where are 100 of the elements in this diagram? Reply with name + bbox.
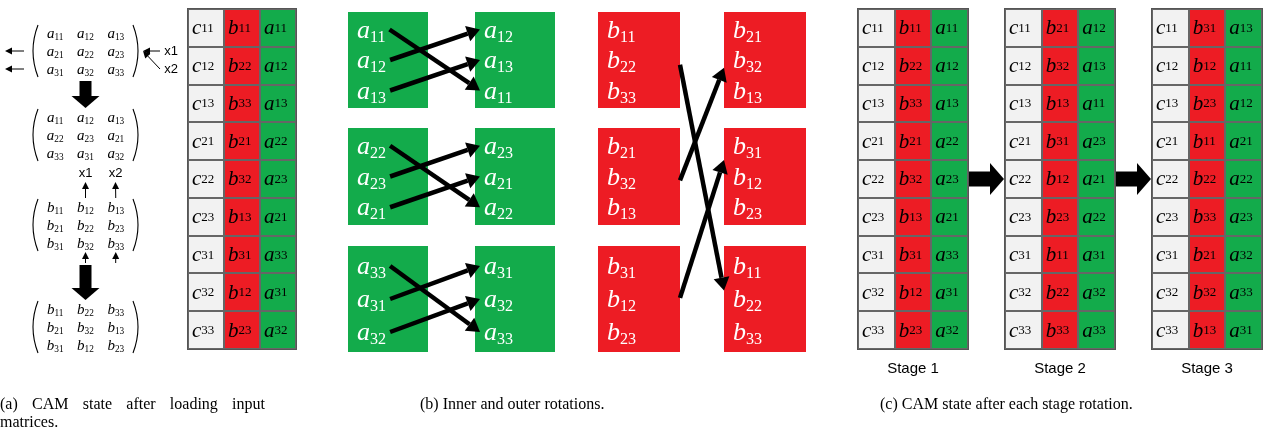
element-block xyxy=(598,128,680,225)
figure-caption: (c) CAM state after each stage rotation. xyxy=(880,395,1134,413)
matrix-element: b$_{23}$ xyxy=(733,194,763,221)
matrix-element: a$_{22}$ xyxy=(484,194,514,221)
matrix-element: a$_{21}$ xyxy=(357,194,387,221)
matrix-element: b$_{31}$ xyxy=(733,132,763,159)
matrix-element: b$_{21}$ xyxy=(733,16,763,43)
matrix-entry: b$_{23}$ xyxy=(107,217,125,233)
matrix-element: b$_{22}$ xyxy=(733,286,763,312)
rotation-arrow xyxy=(389,26,480,63)
element-block xyxy=(598,246,680,352)
matrix-entry: b$_{12}$ xyxy=(77,199,94,215)
stage-label: Stage 3 xyxy=(1181,359,1233,376)
matrix-element: b$_{11}$ xyxy=(733,253,762,279)
matrix-entry: b$_{13}$ xyxy=(107,319,125,335)
matrix-entry: a$_{31}$ xyxy=(46,61,64,77)
matrix-element: a$_{23}$ xyxy=(484,132,514,159)
matrix-element: a$_{32}$ xyxy=(357,319,387,345)
matrix-entry: b$_{22}$ xyxy=(77,301,94,317)
matrix-element: a$_{22}$ xyxy=(357,132,387,159)
matrix-element: a$_{33}$ xyxy=(484,319,514,345)
element-block xyxy=(475,12,555,108)
matrix-element: b$_{21}$ xyxy=(607,132,637,159)
element-block xyxy=(598,12,680,108)
matrix-entry: b$_{32}$ xyxy=(77,235,94,251)
variable-label: x2 xyxy=(160,60,182,78)
rotation-arrow xyxy=(677,64,730,291)
element-block xyxy=(348,12,428,108)
matrix-element: a$_{23}$ xyxy=(357,163,387,190)
element-block xyxy=(724,246,806,352)
matrix-element: a$_{13}$ xyxy=(357,77,387,104)
matrix-element: a$_{31}$ xyxy=(484,253,514,279)
matrix-entry: a$_{12}$ xyxy=(77,109,94,125)
matrix-entry: b$_{33}$ xyxy=(107,235,125,251)
matrix-entry: b$_{11}$ xyxy=(46,301,64,317)
matrix-entry: b$_{21}$ xyxy=(46,217,64,233)
matrix-element: a$_{13}$ xyxy=(484,47,514,73)
variable-label: x1 xyxy=(160,42,182,60)
matrix-entry: a$_{13}$ xyxy=(107,109,125,125)
rotation-arrow xyxy=(389,262,480,302)
matrix-element: b$_{12}$ xyxy=(733,163,763,190)
matrix-entry: a$_{32}$ xyxy=(77,61,94,77)
matrix-entry: b$_{11}$ xyxy=(46,199,64,215)
block-arrow xyxy=(71,81,100,108)
matrix-entry: b$_{12}$ xyxy=(77,337,94,353)
matrix-entry: a$_{22}$ xyxy=(77,43,94,59)
matrix-entry: b$_{31}$ xyxy=(46,235,64,251)
matrix-entry: b$_{22}$ xyxy=(77,217,94,233)
block-arrow xyxy=(1116,163,1151,195)
matrix-element: b$_{13}$ xyxy=(607,194,637,221)
matrix-entry: a$_{13}$ xyxy=(107,25,125,41)
element-block xyxy=(348,128,428,225)
matrix-element: a$_{11}$ xyxy=(357,16,386,43)
arrow xyxy=(82,252,89,264)
matrix-element: b$_{11}$ xyxy=(607,16,636,43)
matrix-element: b$_{31}$ xyxy=(607,253,637,279)
matrix-element: b$_{33}$ xyxy=(607,77,637,104)
matrix-entry: b$_{13}$ xyxy=(107,199,125,215)
matrix-entry: b$_{31}$ xyxy=(46,337,64,353)
matrix-entry: a$_{12}$ xyxy=(77,25,94,41)
stage-label: Stage 2 xyxy=(1034,359,1086,376)
arrow xyxy=(143,51,161,70)
arrow xyxy=(112,182,120,199)
block-arrow xyxy=(71,265,100,300)
matrix-element: a$_{12}$ xyxy=(357,47,387,73)
matrix-element: b$_{32}$ xyxy=(733,47,763,73)
matrix-entry: b$_{23}$ xyxy=(107,337,125,353)
arrow xyxy=(143,47,161,55)
rotation-arrow xyxy=(389,295,480,335)
matrix-element: a$_{32}$ xyxy=(484,286,514,312)
element-block xyxy=(475,246,555,352)
rotation-arrow xyxy=(388,264,480,332)
element-block xyxy=(475,128,555,225)
rotation-arrow xyxy=(389,173,480,210)
block-arrow xyxy=(969,163,1004,195)
stage-label: Stage 1 xyxy=(887,359,939,376)
variable-label: x1 xyxy=(75,164,96,182)
matrix-entry: a$_{33}$ xyxy=(46,145,64,161)
matrix-element: b$_{32}$ xyxy=(607,163,637,190)
matrix-entry: a$_{11}$ xyxy=(46,109,64,125)
matrix-element: a$_{33}$ xyxy=(357,253,387,279)
matrix-entry: b$_{33}$ xyxy=(107,301,125,317)
variable-label: x2 xyxy=(105,164,126,182)
arrow xyxy=(82,182,89,199)
matrix-entry: a$_{23}$ xyxy=(107,43,125,59)
arrow xyxy=(112,252,120,264)
rotation-arrow xyxy=(388,27,480,91)
matrix-element: b$_{13}$ xyxy=(733,77,763,104)
figure-caption: (a) CAM state after loading input matrices. xyxy=(0,395,265,431)
matrix-entry: a$_{33}$ xyxy=(107,61,125,77)
matrix-entry: a$_{23}$ xyxy=(77,127,94,143)
matrix-entry: a$_{21}$ xyxy=(46,43,64,59)
matrix-element: a$_{31}$ xyxy=(357,286,387,312)
rotation-arrow xyxy=(677,160,728,299)
rotation-arrow xyxy=(677,67,727,182)
matrix-entry: a$_{21}$ xyxy=(107,127,125,143)
rotation-arrow xyxy=(389,142,480,179)
matrix-entry: b$_{21}$ xyxy=(46,319,64,335)
matrix-entry: b$_{32}$ xyxy=(77,319,94,335)
matrix-element: b$_{12}$ xyxy=(607,286,637,312)
